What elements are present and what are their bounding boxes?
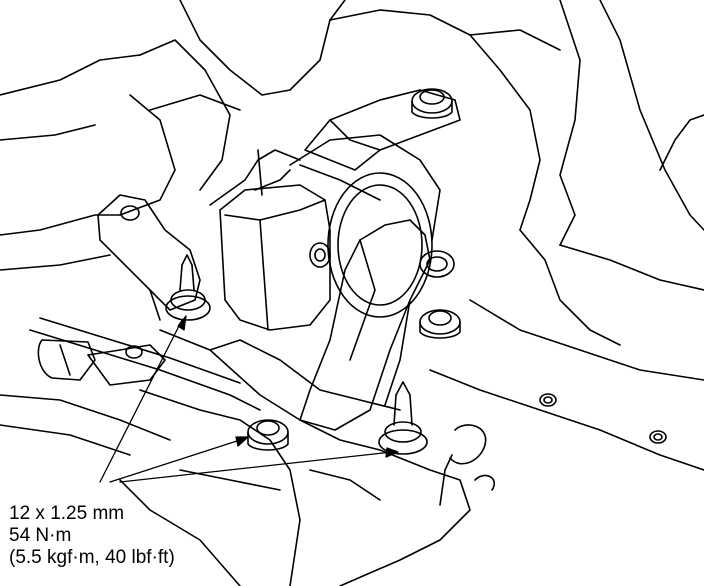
leader-lines (99, 315, 399, 483)
torque-conversion-label: (5.5 kgf·m, 40 lbf·ft) (9, 547, 175, 568)
bolt-top (411, 88, 453, 119)
mount-block (209, 149, 331, 331)
torque-value-label: 54 N·m (9, 525, 72, 546)
link-arm (299, 219, 431, 431)
side-bracket (97, 194, 201, 321)
bolt-left-stud (165, 254, 211, 321)
torque-spec: 12 x 1.25 mm 54 N·m (5.5 kgf·m, 40 lbf·f… (9, 503, 175, 569)
hook-ring (439, 424, 495, 506)
frame-background (0, 0, 704, 471)
bolt-bottom-center (247, 419, 289, 451)
upper-arm (304, 89, 461, 171)
bolt-link (419, 250, 455, 278)
bolt-bottom-stud (378, 381, 428, 455)
control-rod (0, 317, 261, 456)
bolt-size-label: 12 x 1.25 mm (9, 503, 125, 524)
bolt-center (309, 242, 331, 268)
cylinder-mount (289, 134, 441, 318)
bolt-right (419, 309, 461, 339)
